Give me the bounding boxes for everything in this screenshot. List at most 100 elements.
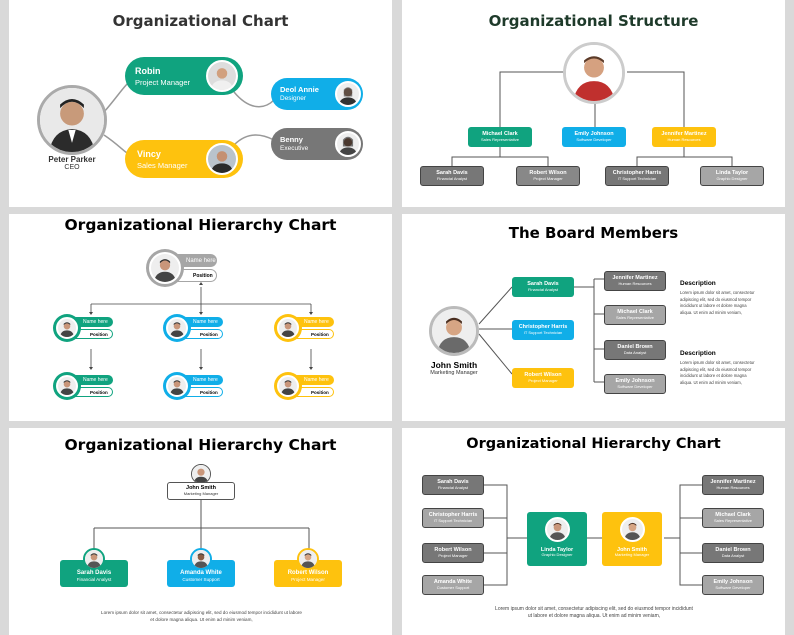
box-role: Human Resources — [667, 136, 701, 142]
position-label: Position — [90, 331, 108, 337]
avatar-top — [191, 464, 211, 484]
box-right-2: Daniel Brown Data Analyst — [604, 340, 666, 360]
box-role: Project Manager — [528, 377, 558, 383]
box-name: Amanda White — [433, 579, 473, 586]
slide-hierarchy-sides: Organizational Hierarchy Chart Sarah Dav… — [402, 428, 785, 635]
box-right-0: Jennifer Martinez Human Resources — [604, 271, 666, 291]
box-role: Project Manager — [291, 577, 325, 583]
card-role: Sales Manager — [137, 161, 188, 170]
box-role: IT Support Technician — [617, 175, 657, 181]
slide-hierarchy-circles: Organizational Hierarchy Chart Name here… — [9, 214, 392, 421]
box-mid-2: Robert Wilson Project Manager — [512, 368, 574, 388]
box-name: Robert Wilson — [529, 170, 567, 177]
avatar-ring — [274, 372, 302, 400]
name-label: Name here — [304, 319, 329, 325]
box-role: Marketing Manager — [183, 490, 219, 496]
box-name: Robert Wilson — [287, 570, 329, 577]
box-bottom-2: Christopher Harris IT Support Technician — [605, 166, 669, 186]
box-bottom-0: Sarah Davis Financial Analyst — [420, 166, 484, 186]
box-name: Michael Clark — [715, 512, 751, 519]
avatar-top — [563, 42, 625, 104]
description-title: Description — [680, 280, 716, 287]
slide-title: Organizational Structure — [488, 12, 699, 30]
avatar — [545, 517, 570, 542]
name-pill: Name here — [292, 317, 334, 327]
box-role: Sales Representative — [713, 517, 753, 523]
slide-board-members: The Board Members John Smith Marketing M… — [402, 214, 785, 421]
name-label: Name here — [193, 319, 218, 325]
avatar-ring — [163, 372, 191, 400]
card-role: Project Manager — [135, 78, 191, 87]
box-name: Jennifer Martinez — [661, 131, 707, 138]
box-mid-0: Michael Clark Sales Representative — [468, 127, 532, 147]
description-text: Lorem ipsum dolor sit amet, consectetur … — [680, 360, 755, 385]
box-role: IT Support Technician — [523, 329, 563, 335]
avatar-ring — [53, 314, 81, 342]
box-role: Human Resources — [716, 484, 750, 490]
avatar — [277, 317, 299, 339]
avatar-robin — [206, 60, 238, 92]
slide-hierarchy-tree: Organizational Hierarchy Chart John Smit… — [9, 428, 392, 635]
box-name: John Smith — [186, 485, 216, 492]
box-role: Marketing Manager — [614, 552, 650, 558]
name-label: Name here — [186, 257, 216, 264]
box-role: Sales Representative — [480, 136, 520, 142]
footer-text: Lorem ipsum dolor sit amet, consectetur … — [101, 610, 302, 622]
description-block-2: Description Lorem ipsum dolor sit amet, … — [680, 350, 760, 386]
avatar — [190, 548, 212, 570]
name-pill: Name here — [71, 375, 113, 385]
box-name: Christopher Harris — [612, 170, 662, 177]
avatar-vincy — [206, 143, 238, 175]
box-role: Project Manager — [533, 175, 563, 181]
box-role: Customer Support — [436, 584, 470, 590]
slide-title: Organizational Hierarchy Chart — [64, 436, 337, 454]
connector-lines — [484, 484, 702, 586]
avatar — [166, 317, 188, 339]
box-name: Emily Johnson — [574, 131, 614, 138]
name-label: Name here — [304, 377, 329, 383]
connector-lines — [89, 282, 313, 370]
slide-organizational-structure: Organizational Structure Michael Clark S… — [402, 0, 785, 207]
member-name: John Smith — [430, 360, 478, 370]
box-name: Michael Clark — [617, 309, 653, 316]
member-role: Marketing Manager — [430, 370, 478, 376]
card-name: Vincy — [137, 149, 161, 159]
avatar — [166, 375, 188, 397]
avatar-ring — [163, 314, 191, 342]
box-name: Robert Wilson — [434, 547, 472, 554]
box-role: Graphic Designer — [541, 552, 573, 558]
box-name: Christopher Harris — [428, 512, 478, 519]
box-role: IT Support Technician — [433, 517, 473, 523]
description-text: Lorem ipsum dolor sit amet, consectetur … — [680, 290, 755, 315]
footer-text: Lorem ipsum dolor sit amet, consectetur … — [495, 606, 693, 620]
box-right-1: Michael Clark Sales Representative — [604, 305, 666, 325]
box-bottom-3: Linda Taylor Graphic Designer — [700, 166, 764, 186]
avatar-ring — [53, 372, 81, 400]
box-bottom-1: Robert Wilson Project Manager — [516, 166, 580, 186]
avatar-ring — [274, 314, 302, 342]
box-name: Christopher Harris — [518, 324, 568, 331]
name-pill: Name here — [181, 317, 223, 327]
description-block-1: Description Lorem ipsum dolor sit amet, … — [680, 280, 760, 316]
position-label: Position — [311, 331, 329, 337]
box-name: Sarah Davis — [527, 281, 559, 288]
box-name: Daniel Brown — [715, 547, 751, 554]
position-label: Position — [193, 272, 213, 279]
box-role: Financial Analyst — [76, 577, 112, 583]
box-top: John Smith Marketing Manager — [167, 482, 235, 500]
box-right-3: Emily Johnson Software Developer — [604, 374, 666, 394]
connector-lines — [93, 500, 310, 550]
name-pill: Name here — [71, 317, 113, 327]
main-member-label: John Smith Marketing Manager — [412, 360, 496, 376]
name-pill: Name here — [292, 375, 334, 385]
box-role: Software Developer — [617, 383, 653, 389]
box-mid-2: Jennifer Martinez Human Resources — [652, 127, 716, 147]
box-name: Robert Wilson — [524, 372, 562, 379]
box-name: Jennifer Martinez — [612, 275, 658, 282]
slide-organizational-chart: Organizational Chart Peter Parker CEO Ro… — [9, 0, 392, 207]
